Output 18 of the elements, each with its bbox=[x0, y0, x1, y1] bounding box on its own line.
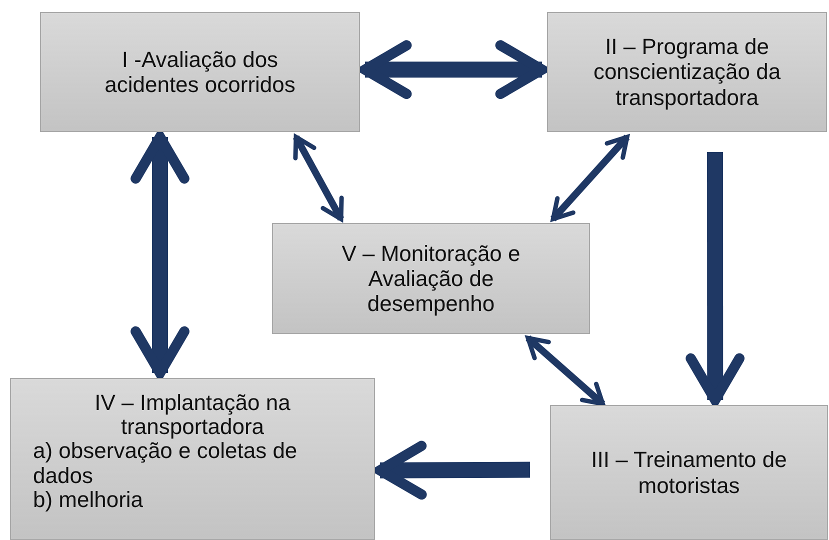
arrow bbox=[130, 132, 190, 378]
box-title: IV – Implantação na transportadora bbox=[94, 391, 292, 440]
process-box bbox=[272, 223, 590, 334]
box-title: V – Monitoração e Avaliação de desempenho bbox=[340, 240, 522, 316]
box-title: II – Programa de conscientização da transportadora bbox=[592, 34, 782, 110]
process-box bbox=[40, 12, 360, 132]
process-box bbox=[10, 378, 375, 540]
arrow bbox=[686, 152, 745, 406]
box-title: III – Treinamento de motoristas bbox=[590, 447, 788, 498]
process-box bbox=[550, 405, 828, 540]
box-title: I -Avaliação dos acidentes ocorridos bbox=[104, 46, 296, 98]
arrow bbox=[374, 440, 530, 500]
arrow bbox=[360, 40, 548, 100]
arrow bbox=[292, 134, 344, 222]
list-item: b) melhoria bbox=[33, 488, 144, 512]
arrow bbox=[550, 134, 630, 222]
process-box bbox=[547, 12, 827, 132]
arrow bbox=[526, 335, 606, 407]
